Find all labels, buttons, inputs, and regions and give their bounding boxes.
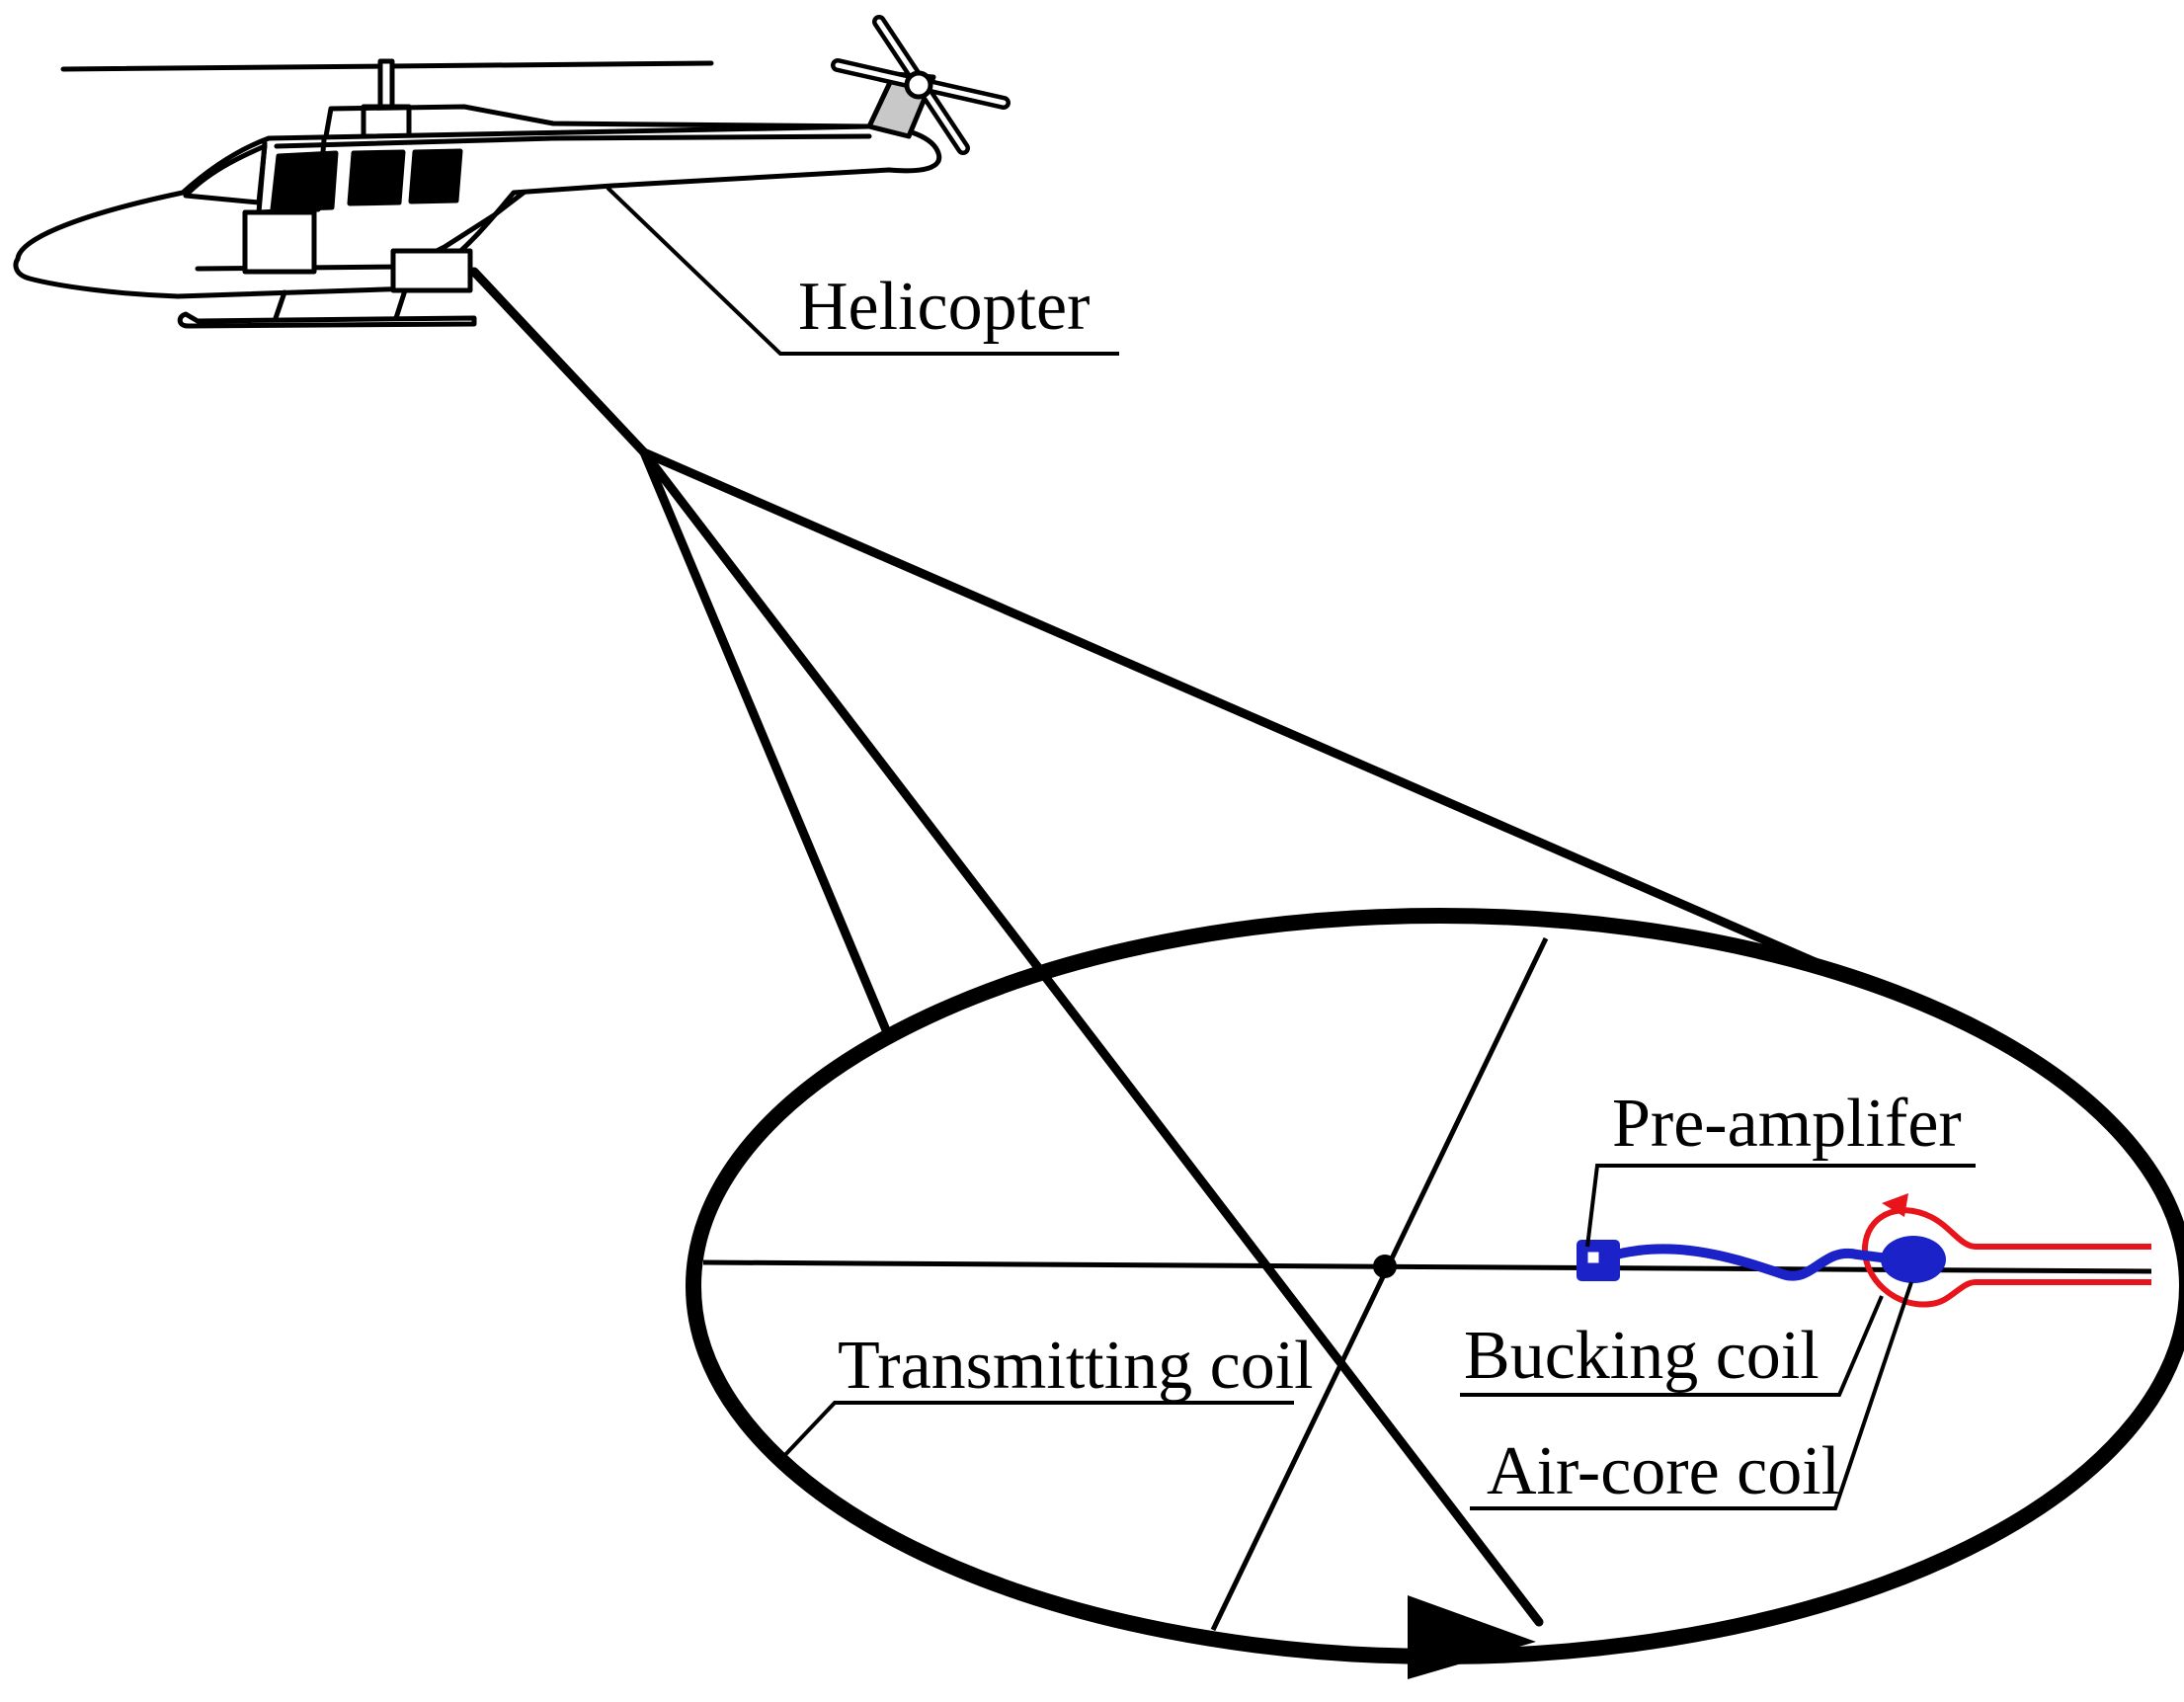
landing-skid: [177, 311, 477, 329]
tow-cable-center: [639, 447, 1544, 1627]
tow-cable: [469, 267, 1822, 1627]
transmitting-coil-leader: [778, 1401, 1294, 1462]
transmitter-frame: [686, 908, 2184, 1679]
cabin-window-2: [408, 148, 463, 204]
bucking-coil-leader: [1460, 1295, 1884, 1397]
main-tow-cable: [469, 267, 649, 457]
helicopter-leader-line: [606, 186, 1119, 356]
helicopter-label: Helicopter: [798, 269, 1090, 345]
frame-spoke-diagonal: [1210, 936, 1549, 1632]
skid-strut-rear: [392, 287, 408, 324]
current-direction-arrow: [1408, 1595, 1536, 1679]
door-panel: [242, 209, 317, 275]
windshield: [183, 143, 268, 205]
rotor-mast: [377, 58, 395, 112]
cabin-window-1: [347, 149, 406, 206]
air-core-coil-label: Air-core coil: [1487, 1433, 1840, 1509]
engine-cowling: [323, 104, 872, 139]
helicopter: [13, 15, 1011, 329]
cockpit-window: [270, 150, 339, 212]
air-core-coil: [1881, 1236, 1946, 1283]
tow-cable-right: [639, 447, 1822, 968]
transmitting-coil-label: Transmitting coil: [838, 1328, 1314, 1404]
bucking-coil-arrow: [1882, 1193, 1908, 1217]
skid-strut-front: [272, 289, 287, 324]
frame-center-hub: [1373, 1255, 1397, 1278]
receiver-assembly: [1577, 1193, 2151, 1308]
air-core-coil-leader: [1470, 1281, 1913, 1510]
rear-hatch: [390, 248, 473, 293]
fuselage-top-line: [274, 133, 872, 149]
rotor-hub: [361, 104, 412, 139]
fuselage-inner-line: [195, 190, 526, 272]
tail-rotor-hub: [904, 70, 933, 100]
receiver-cable: [1595, 1244, 1901, 1281]
tow-cable-left: [639, 447, 894, 1042]
bucking-coil-label: Bucking coil: [1464, 1318, 1820, 1394]
preamplifier-box-detail: [1584, 1249, 1602, 1266]
bucking-coil: [1861, 1207, 2151, 1308]
preamplifier-label: Pre-amplifer: [1612, 1086, 1962, 1162]
preamplifier-leader: [1585, 1164, 1976, 1248]
